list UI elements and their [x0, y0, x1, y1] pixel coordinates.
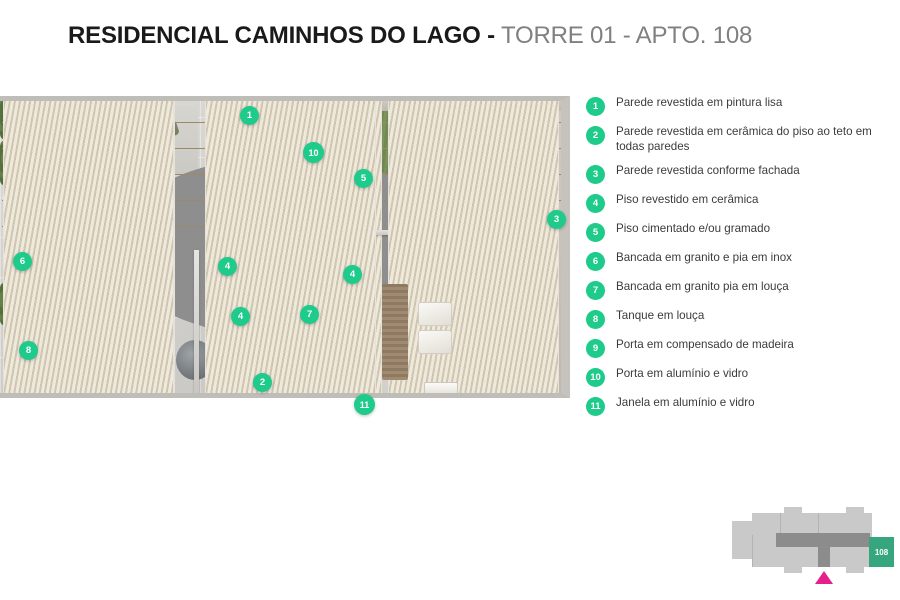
plan-marker-4[interactable]: 4	[218, 257, 237, 276]
floor-plan-image[interactable]	[0, 96, 570, 398]
legend-item-badge: 1	[586, 97, 605, 116]
legend-item-badge: 10	[586, 367, 605, 387]
bedroom1-bench	[424, 382, 458, 398]
legend-item-badge: 7	[586, 280, 605, 300]
legend-item: 7 Bancada em granito pia em louça	[586, 280, 896, 300]
plan-marker-8[interactable]: 8	[19, 341, 38, 360]
legend-item-badge: 9	[586, 338, 605, 358]
legend-item: 1 Parede revestida em pintura lisa	[586, 96, 896, 116]
plan-marker-4[interactable]: 4	[343, 265, 362, 284]
legend-item-badge: 8	[586, 309, 605, 329]
plan-marker-4[interactable]: 4	[231, 307, 250, 326]
keymap-divider	[780, 513, 781, 533]
page-title-sub: TORRE 01 - APTO. 108	[500, 22, 753, 49]
plan-marker-6[interactable]: 6	[13, 252, 32, 271]
legend-item-badge: 5	[586, 222, 605, 242]
plan-marker-10[interactable]: 10	[303, 142, 324, 163]
legend-item: 8 Tanque em louça	[586, 309, 896, 329]
legend-item-badge: 11	[586, 396, 605, 416]
bathroom1-wall	[194, 250, 199, 398]
bedroom1-pillow	[418, 302, 452, 326]
keymap-divider	[818, 513, 819, 533]
legend-item-label: Porta em compensado de madeira	[616, 337, 794, 351]
bed-runner	[382, 284, 408, 380]
legend-item-badge: 6	[586, 251, 605, 271]
keymap-corridor	[818, 545, 830, 567]
keymap-location-marker	[815, 571, 833, 584]
legend-item-badge: 4	[586, 193, 605, 213]
building-key-map[interactable]: 108	[726, 505, 894, 585]
legend-item-label: Bancada em granito pia em louça	[616, 279, 789, 293]
legend-item-label: Tanque em louça	[616, 308, 705, 322]
keymap-corridor	[776, 533, 870, 547]
legend-item: 11 Janela em alumínio e vidro	[586, 396, 896, 416]
page-title: RESIDENCIAL CAMINHOS DO LAGO - TORRE 01 …	[68, 22, 752, 50]
keymap-unit-108[interactable]: 108	[869, 537, 894, 567]
legend-item: 3 Parede revestida conforme fachada	[586, 164, 896, 184]
keymap-block	[846, 507, 864, 517]
legend-item-label: Parede revestida em pintura lisa	[616, 96, 783, 109]
plan-marker-2[interactable]: 2	[253, 373, 272, 392]
legend-item: 6 Bancada em granito e pia em inox	[586, 251, 896, 271]
legend-item-label: Parede revestida em cerâmica do piso ao …	[616, 125, 872, 153]
plan-marker-7[interactable]: 7	[300, 305, 319, 324]
legend-item: 2 Parede revestida em cerâmica do piso ao…	[586, 125, 896, 155]
legend-item-badge: 2	[586, 126, 605, 145]
keymap-unit-label: 108	[874, 547, 889, 557]
plan-marker-5[interactable]: 5	[354, 169, 373, 188]
legend-item-badge: 3	[586, 164, 605, 184]
legend-item-label: Parede revestida conforme fachada	[616, 163, 800, 177]
legend-item: 9 Porta em compensado de madeira	[586, 338, 896, 358]
page-title-main: RESIDENCIAL CAMINHOS DO LAGO -	[68, 22, 495, 49]
plan-marker-11[interactable]: 11	[354, 394, 375, 415]
legend-item-label: Piso revestido em cerâmica	[616, 192, 759, 206]
keymap-block	[846, 563, 864, 573]
bedroom1-wall	[310, 230, 464, 235]
plan-marker-3[interactable]: 3	[547, 210, 566, 229]
legend-item-label: Piso cimentado e/ou gramado	[616, 221, 771, 235]
bedroom1-pillow	[418, 330, 452, 354]
legend-item: 5 Piso cimentado e/ou gramado	[586, 222, 896, 242]
plan-marker-1[interactable]: 1	[240, 106, 259, 125]
legend-item-label: Janela em alumínio e vidro	[616, 395, 755, 409]
keymap-block	[784, 507, 802, 517]
legend-item-label: Porta em alumínio e vidro	[616, 366, 749, 380]
legend-item: 10 Porta em alumínio e vidro	[586, 367, 896, 387]
legend-item-label: Bancada em granito e pia em inox	[616, 250, 792, 264]
keymap-divider	[752, 535, 753, 567]
keymap-block	[784, 563, 802, 573]
legend-item: 4 Piso revestido em cerâmica	[586, 193, 896, 213]
